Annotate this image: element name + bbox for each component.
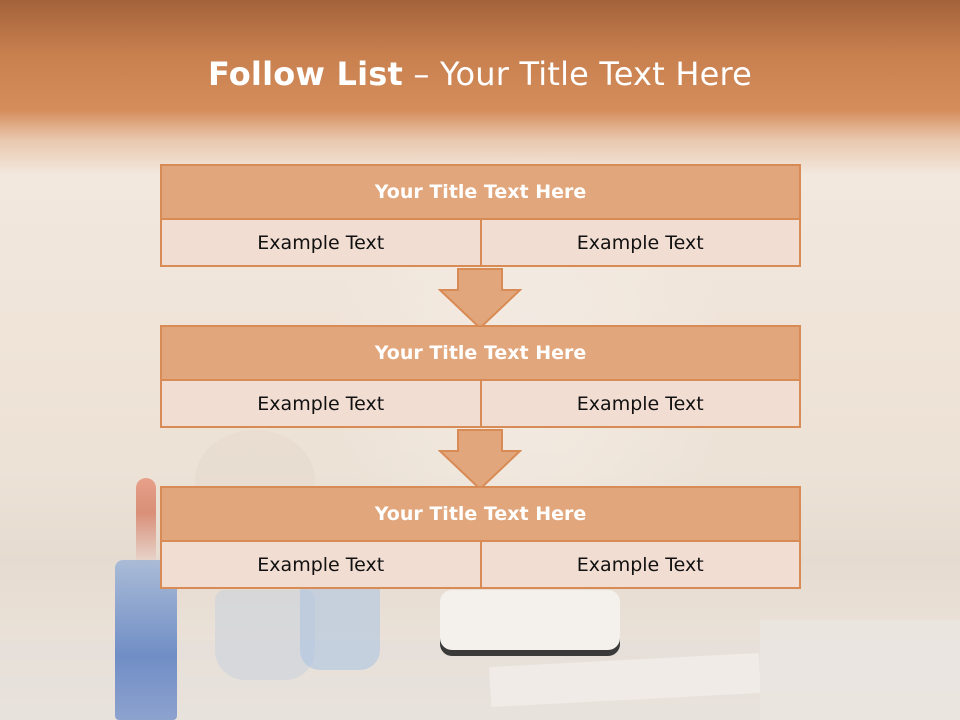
block-row: Example Text Example Text: [160, 540, 801, 589]
block-cell-right: Example Text: [479, 540, 801, 589]
block-cell-right: Example Text: [479, 379, 801, 428]
down-arrow-icon: [438, 429, 522, 491]
block-header: Your Title Text Here: [160, 325, 801, 381]
slide-title-bold: Follow List: [207, 55, 404, 93]
block-cell-left: Example Text: [160, 540, 482, 589]
background-microscope: [440, 590, 620, 650]
down-arrow-icon: [438, 268, 522, 330]
list-block-1: Your Title Text Here Example Text Exampl…: [160, 164, 801, 267]
slide-title-rest: – Your Title Text Here: [403, 55, 753, 93]
block-cell-left: Example Text: [160, 379, 482, 428]
block-header: Your Title Text Here: [160, 486, 801, 542]
block-cell-left: Example Text: [160, 218, 482, 267]
block-row: Example Text Example Text: [160, 379, 801, 428]
slide-title: Follow List – Your Title Text Here: [0, 55, 960, 93]
block-row: Example Text Example Text: [160, 218, 801, 267]
list-block-3: Your Title Text Here Example Text Exampl…: [160, 486, 801, 589]
list-block-2: Your Title Text Here Example Text Exampl…: [160, 325, 801, 428]
background-dropper: [136, 478, 156, 564]
block-header: Your Title Text Here: [160, 164, 801, 220]
block-cell-right: Example Text: [479, 218, 801, 267]
background-test-tubes: [760, 620, 960, 720]
background-flask: [215, 590, 315, 680]
